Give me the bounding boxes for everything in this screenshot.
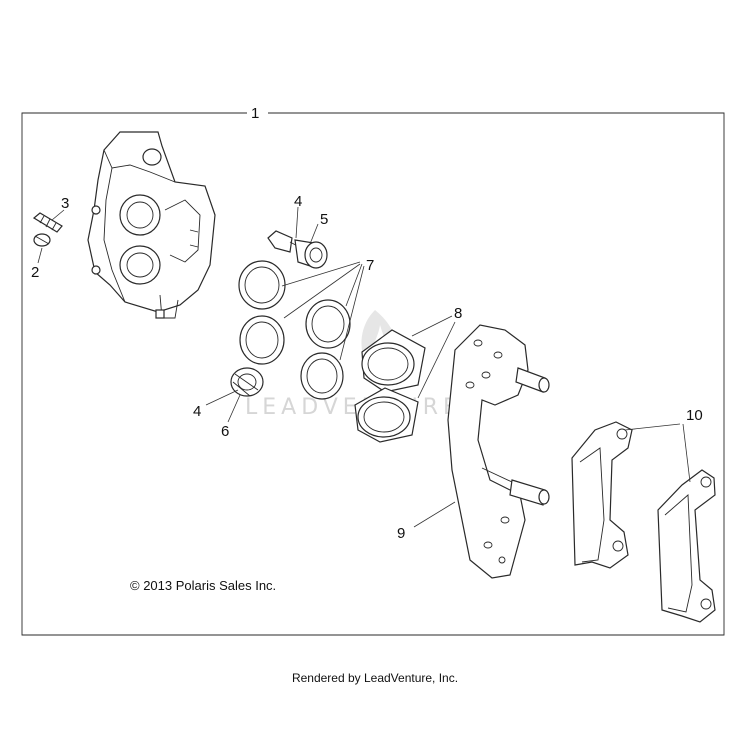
callout-9: 9	[397, 525, 405, 542]
pin-boot-top	[294, 239, 328, 269]
brake-pad-1	[571, 421, 633, 569]
callout-1: 1	[251, 105, 259, 122]
bleeder-screw	[32, 212, 63, 233]
callout-2: 2	[31, 264, 39, 281]
piston-upper	[361, 329, 426, 393]
brake-pad-2	[657, 469, 716, 623]
bleeder-cap	[33, 233, 51, 247]
piston-seal-4	[300, 352, 344, 400]
piston-lower	[354, 387, 419, 443]
callout-6: 6	[221, 423, 229, 440]
callout-7: 7	[366, 257, 374, 274]
piston-seal-2	[239, 315, 285, 365]
footer-credit: Rendered by LeadVenture, Inc.	[292, 671, 458, 685]
piston-seal-1	[238, 260, 286, 310]
pin-boot-bottom	[230, 367, 264, 397]
callout-4-top: 4	[294, 193, 302, 210]
callout-10: 10	[686, 407, 703, 424]
callout-4-bottom: 4	[193, 403, 201, 420]
callout-3: 3	[61, 195, 69, 212]
callout-8: 8	[454, 305, 462, 322]
caliper-body	[87, 131, 216, 319]
piston-seal-3	[305, 299, 351, 349]
caliper-bracket	[447, 324, 550, 579]
watermark: LEADVENTURE	[245, 310, 462, 420]
watermark-text: LEADVENTURE	[245, 395, 462, 420]
callout-5: 5	[320, 211, 328, 228]
copyright-notice: © 2013 Polaris Sales Inc.	[130, 578, 276, 593]
leader-lines	[37, 206, 691, 528]
assembly-frame	[21, 112, 725, 636]
